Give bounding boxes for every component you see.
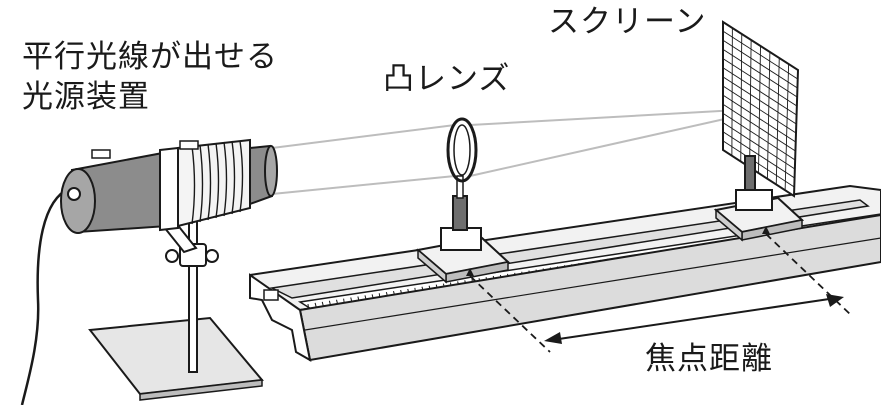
screen-grid-lines [722,27,798,191]
screen-post [744,155,756,195]
focal-length-arrow [551,297,837,341]
light-source-rear-cap [60,168,96,234]
light-beam [271,109,739,195]
light-source [60,138,278,234]
stand [88,175,264,401]
light-source-ribs [191,140,244,225]
light-source-label-line2: 光源装置 [22,79,150,115]
lens-guide-line [469,275,551,353]
scale-tick [314,302,317,308]
optical-rail [249,184,881,362]
grid-line [784,63,790,191]
screen-label: スクリーン [548,4,707,40]
grid-line [766,51,771,179]
light-source-label-line1: 平行光線が出せる [22,39,278,75]
lens-position-mark [466,268,474,276]
grid-line [740,33,743,162]
clamp-knob [205,249,219,263]
arrow-head-left [544,332,562,344]
stand-base-edge [139,379,263,401]
clamp-knob [165,249,179,263]
screen-guide-line [765,233,853,317]
power-cable [20,186,71,406]
focal-length-dimension [469,233,853,353]
grid-line [731,27,733,156]
scale-tick [321,301,324,306]
screen-position-mark [762,226,770,234]
lens-label: 凸レンズ [383,61,511,97]
arrow-head-right [826,294,844,307]
screen [713,20,805,242]
cable-port [67,187,81,201]
convex-lens [446,117,478,183]
grid-line [775,57,780,185]
grid-line [758,45,761,174]
grid-line [749,39,752,168]
lens-post [452,195,468,231]
lens-carrier [415,117,511,284]
focal-length-label: 焦点距離 [645,341,773,377]
